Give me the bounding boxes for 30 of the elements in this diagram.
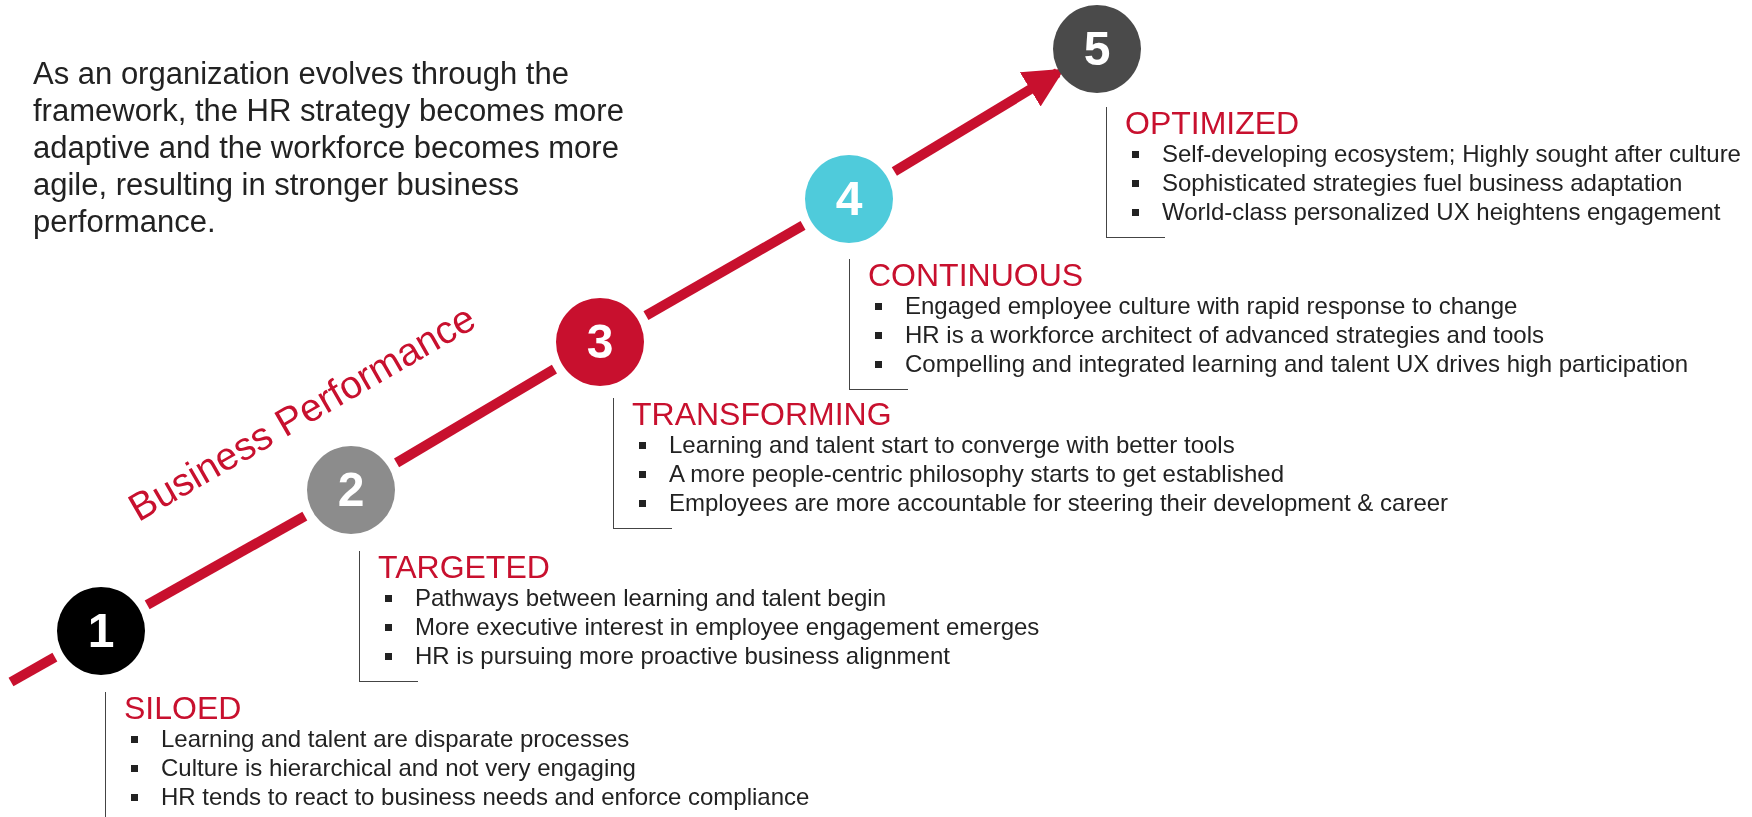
step-circle: 3	[556, 298, 644, 386]
bullet-item: World-class personalized UX heightens engagement	[1107, 197, 1741, 226]
stage-title: OPTIMIZED	[1124, 107, 1301, 139]
bullet-item: Self-developing ecosystem; Highly sought after culture	[1107, 139, 1741, 168]
step-circle: 5	[1053, 5, 1141, 93]
bullet-item: HR is pursuing more proactive business alignment	[360, 641, 1040, 670]
bullet-item: Learning and talent start to converge with better tools	[614, 430, 1449, 459]
bullet-item: Engaged employee culture with rapid response to change	[850, 291, 1689, 320]
stage-title: TRANSFORMING	[631, 398, 893, 430]
step-circle: 2	[307, 446, 395, 534]
stage-bracket	[613, 398, 1449, 529]
step-circle: 4	[805, 155, 893, 243]
stage-title: CONTINUOUS	[867, 259, 1085, 291]
bullet-item: Sophisticated strategies fuel business adaptation	[1107, 168, 1741, 197]
stage-title: TARGETED	[377, 551, 551, 583]
bullet-item: More executive interest in employee engagement emerges	[360, 612, 1040, 641]
stage-bracket	[1106, 107, 1741, 238]
stage-bracket	[359, 551, 1040, 682]
stage-title: SILOED	[123, 692, 243, 724]
bullet-item: Pathways between learning and talent begin	[360, 583, 1040, 612]
intro-text: As an organization evolves through the framework, the HR strategy becomes more adaptive and the workforce becomes more agile, resulting in stronger business performance.	[33, 55, 625, 240]
bullet-item: A more people-centric philosophy starts to get established	[614, 459, 1449, 488]
bullet-item: Employees are more accountable for steering their development & career	[614, 488, 1449, 517]
bullet-item: HR is a workforce architect of advanced strategies and tools	[850, 320, 1689, 349]
bullet-item: Compelling and integrated learning and talent UX drives high participation	[850, 349, 1689, 378]
bullet-item: HR tends to react to business needs and enforce compliance	[106, 782, 810, 811]
bullet-item: Learning and talent are disparate processes	[106, 724, 810, 753]
step-circle: 1	[57, 587, 145, 675]
bullet-item: Culture is hierarchical and not very engaging	[106, 753, 810, 782]
stage-bracket	[849, 259, 1689, 390]
